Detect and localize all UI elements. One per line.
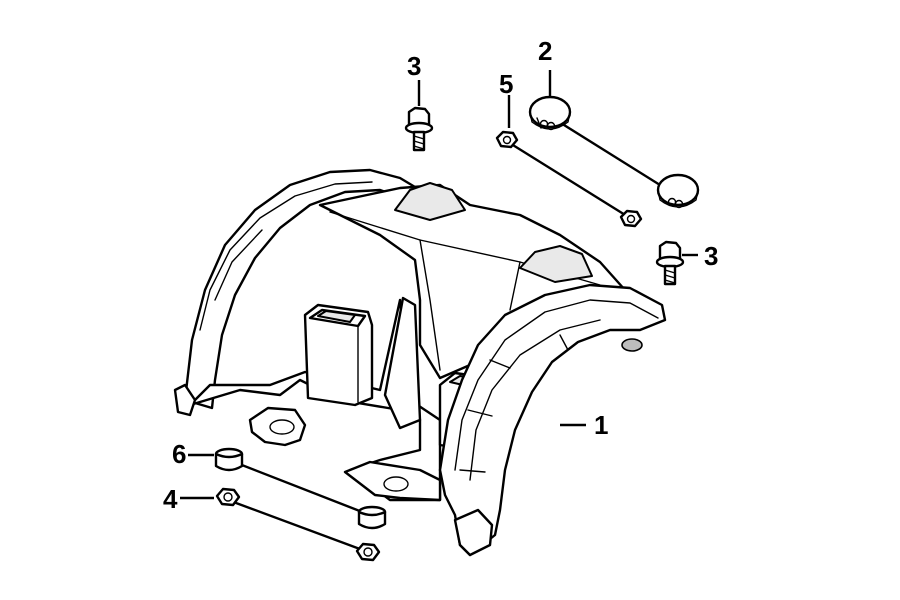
callout-leaders bbox=[180, 70, 698, 500]
flange-bolt-icon bbox=[404, 106, 685, 286]
callout-4: 4 bbox=[163, 484, 178, 514]
rear-fender-icon bbox=[173, 168, 667, 557]
callout-3-upper: 3 bbox=[407, 51, 421, 81]
callout-6: 6 bbox=[172, 439, 186, 469]
spacer-collar-icon bbox=[214, 447, 387, 530]
callout-2: 2 bbox=[538, 36, 552, 66]
rubber-grommet-icon bbox=[528, 95, 700, 209]
hex-nut-icon bbox=[495, 130, 643, 228]
callout-3-right: 3 bbox=[704, 241, 718, 271]
callout-1: 1 bbox=[594, 410, 608, 440]
callout-5: 5 bbox=[499, 69, 513, 99]
hex-nut-icon-lower bbox=[215, 487, 381, 562]
